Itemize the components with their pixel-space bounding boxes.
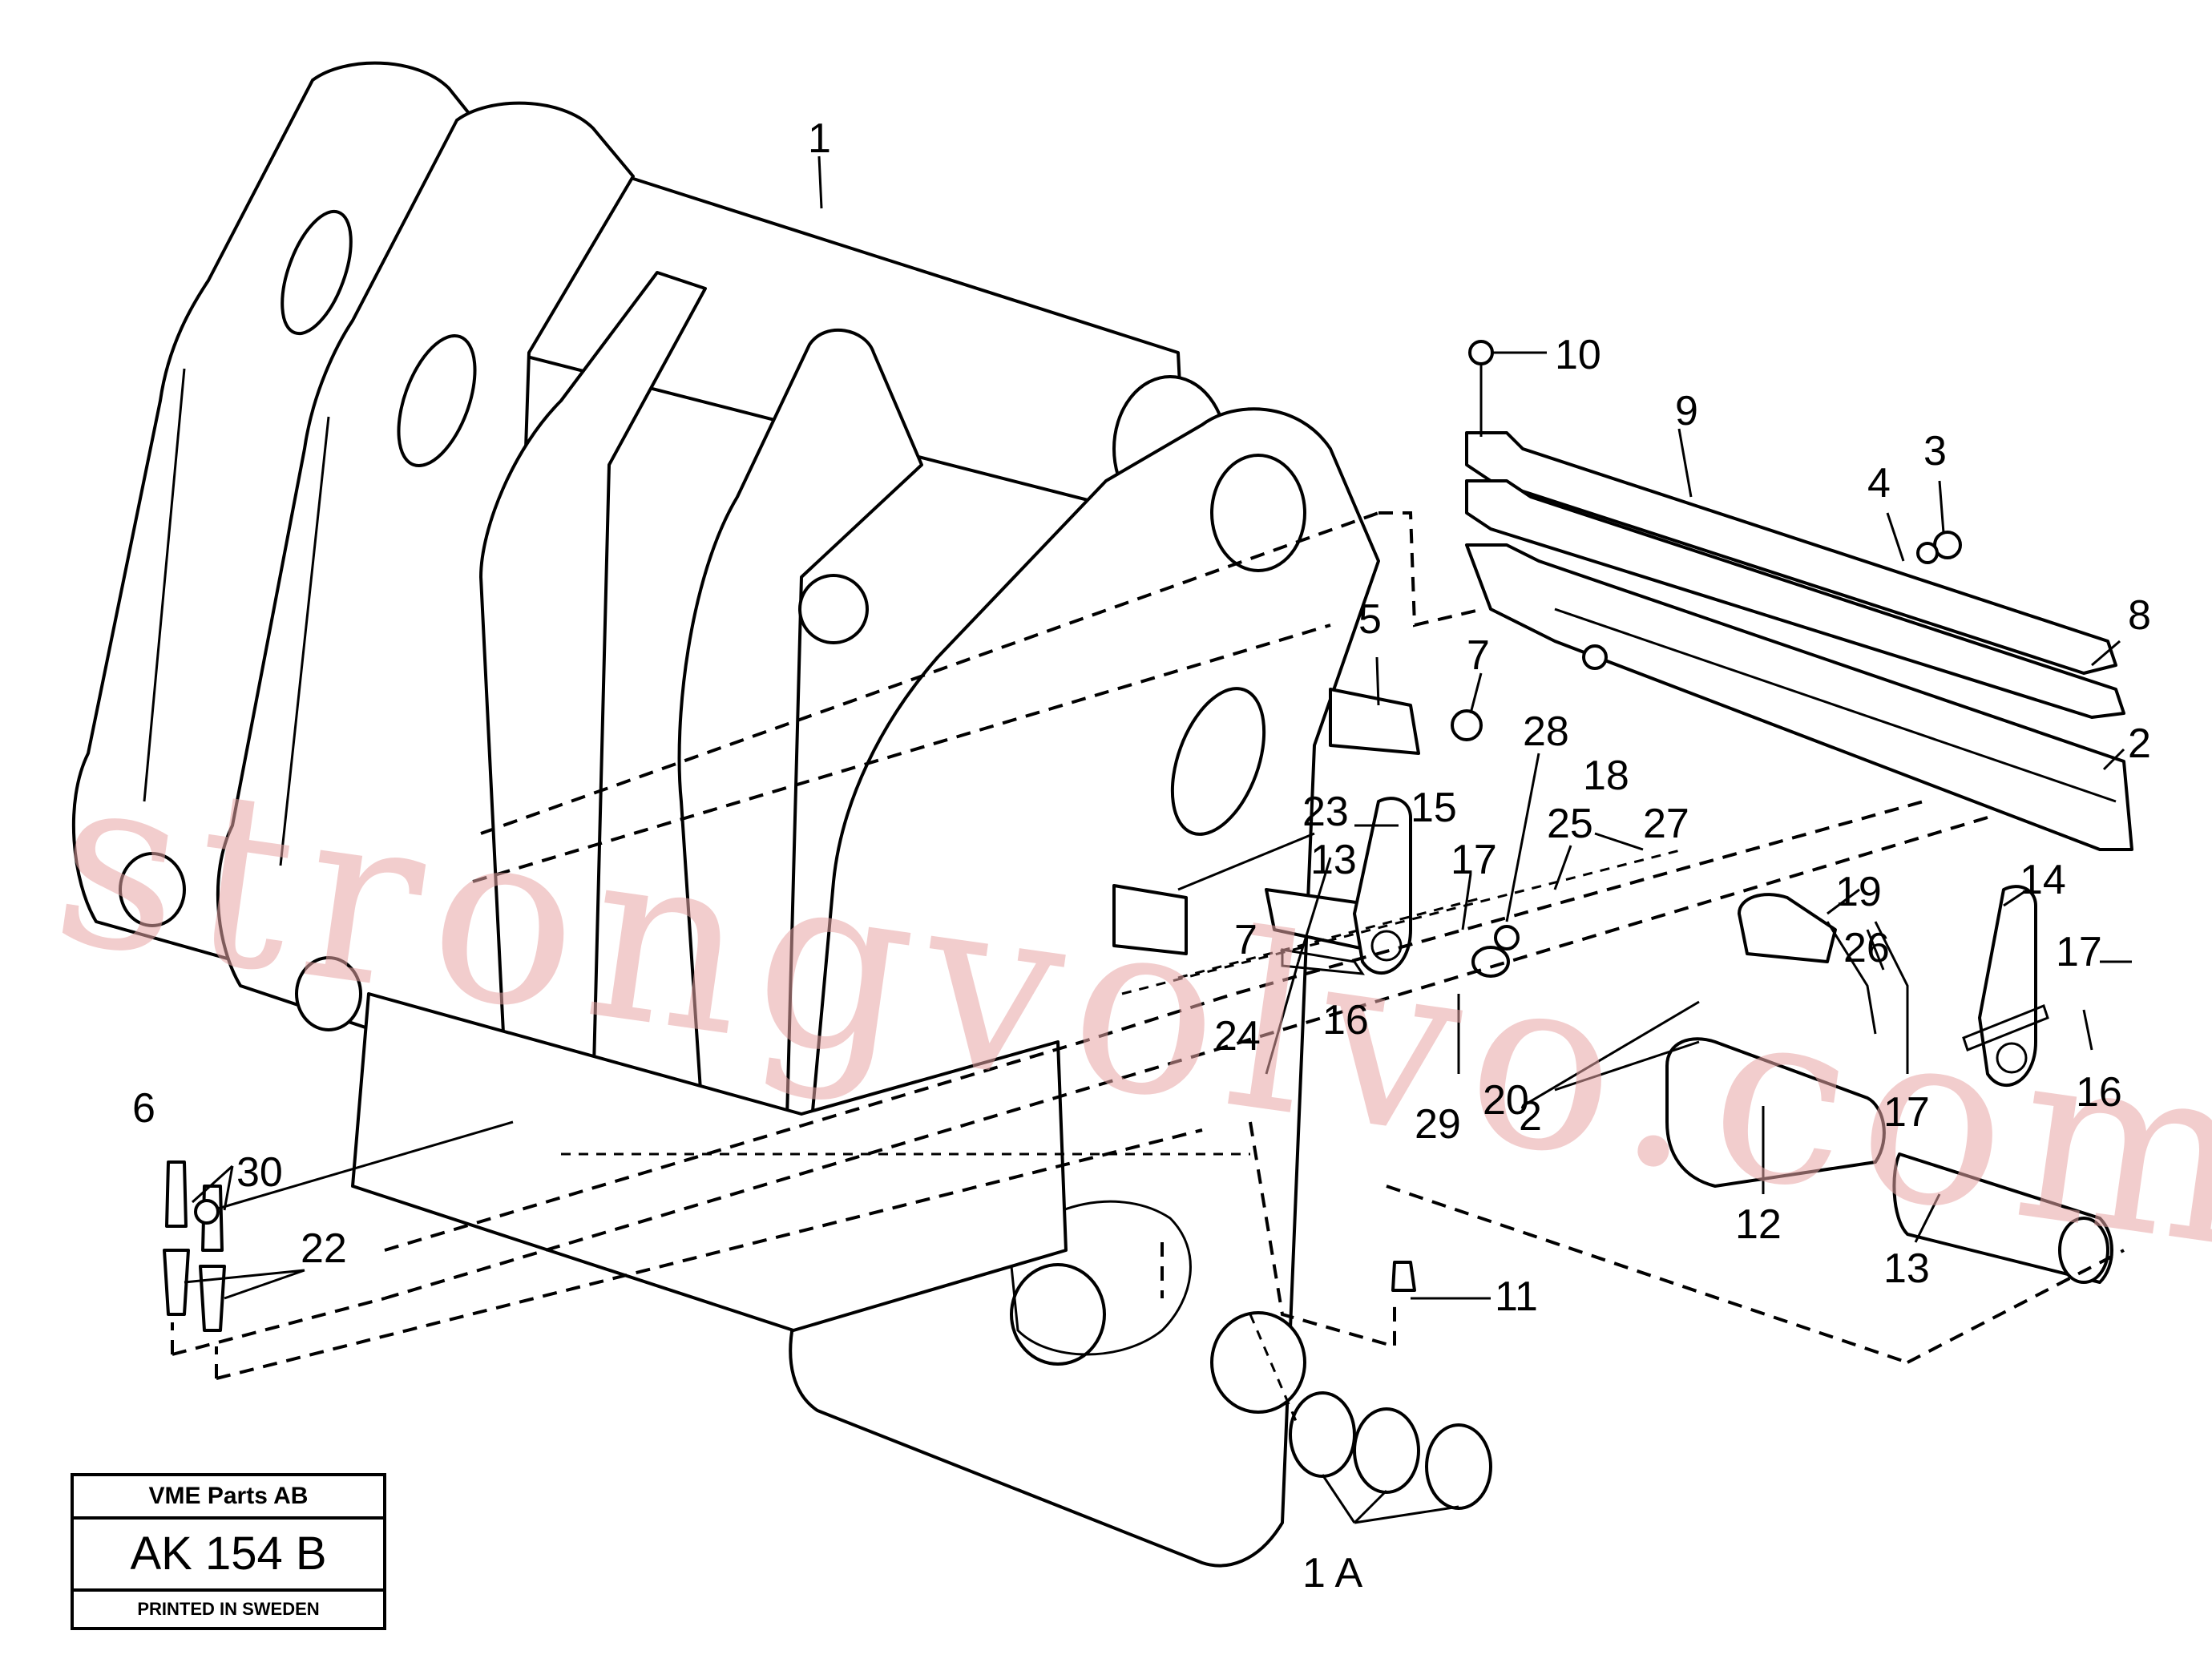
cylinder-assembly <box>1265 888 2113 1284</box>
callout-label: 9 <box>1675 388 1698 434</box>
callout-label: 7 <box>1467 632 1490 679</box>
callout-label: 8 <box>2128 592 2151 639</box>
main-frame <box>71 61 1380 1568</box>
callout-label: 26 <box>1843 925 1890 971</box>
callout-label: 2 <box>1519 1093 1542 1140</box>
assembly-lines <box>171 511 2125 1427</box>
callout-label: 2 <box>2128 720 2151 767</box>
callout-label: 22 <box>301 1225 347 1272</box>
callout-label: 13 <box>1883 1245 1930 1292</box>
callout-label: 10 <box>1555 332 1601 378</box>
stamp-company: VME Parts AB <box>74 1476 383 1520</box>
stamp-printed: PRINTED IN SWEDEN <box>137 1599 320 1619</box>
callout-label: 17 <box>1451 837 1497 883</box>
callout-labels: 1 10 9 3 4 8 2 5 7 28 23 15 18 25 27 13 … <box>132 115 2151 1596</box>
locking-levers <box>1353 797 2037 1088</box>
small-parts <box>163 340 2049 1510</box>
callout-label: 1 A <box>1302 1550 1362 1596</box>
callout-label: 29 <box>1415 1101 1461 1148</box>
callout-label: 13 <box>1310 837 1357 883</box>
callout-label: 30 <box>236 1149 283 1196</box>
callout-label: 27 <box>1643 801 1689 847</box>
callout-label: 16 <box>1322 997 1369 1043</box>
leader-lines <box>184 155 2132 1524</box>
callout-label: 16 <box>2076 1069 2122 1116</box>
callout-label: 7 <box>1234 917 1257 963</box>
stamp-code: AK 154 B <box>74 1520 383 1592</box>
callout-label: 5 <box>1358 596 1382 643</box>
callout-label: 3 <box>1923 428 1947 474</box>
callout-label: 19 <box>1835 869 1882 915</box>
callout-label: 18 <box>1583 753 1629 799</box>
callout-label: 1 <box>808 115 831 162</box>
callout-label: 17 <box>1883 1089 1930 1136</box>
callout-label: 24 <box>1214 1013 1261 1060</box>
callout-label: 28 <box>1523 708 1569 755</box>
callout-label: 23 <box>1302 789 1349 835</box>
callout-label: 17 <box>2056 929 2102 975</box>
callout-label: 6 <box>132 1085 155 1132</box>
callout-label: 11 <box>1495 1273 1538 1320</box>
callout-label: 14 <box>2020 857 2066 903</box>
callout-label: 4 <box>1867 460 1891 507</box>
callout-label: 25 <box>1547 801 1593 847</box>
callout-label: 20 <box>1483 1077 1529 1124</box>
callout-label: 15 <box>1411 785 1457 831</box>
title-stamp: VME Parts AB AK 154 B PRINTED IN SWEDEN <box>71 1473 386 1630</box>
callout-label: 12 <box>1735 1201 1782 1248</box>
wear-strips <box>1465 431 2133 851</box>
